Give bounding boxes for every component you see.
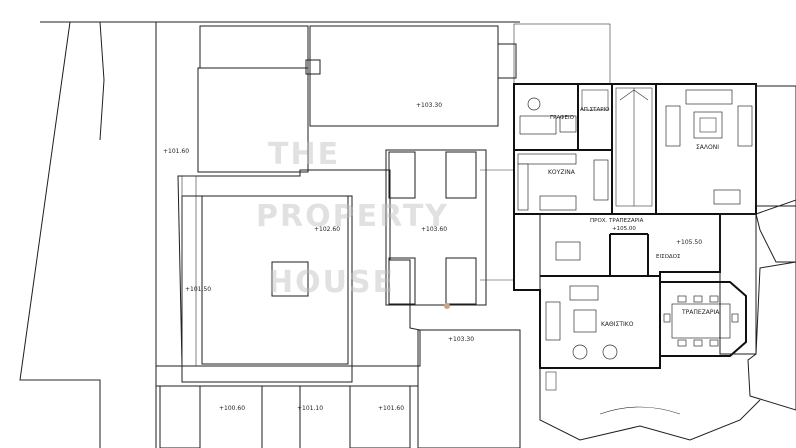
level-strip-2: +101.10 [297, 405, 323, 412]
watermark: THE PROPERTY HOUSE [256, 137, 449, 300]
planter-top-left [199, 25, 309, 69]
deck-planter-2 [445, 151, 477, 199]
entrance-path [755, 199, 796, 263]
level-entrance-hall: +105.00 [612, 226, 636, 232]
bottom-paved-area [417, 329, 521, 448]
deck-planter-1 [388, 151, 416, 199]
level-upper-terrace: +103.30 [416, 102, 442, 109]
pool-steps [271, 261, 309, 297]
level-strip-1: +100.60 [219, 405, 245, 412]
pool [201, 195, 349, 365]
level-bottom-paved: +103.30 [448, 336, 474, 343]
upper-terrace [309, 25, 499, 127]
watermark-line-1: THE [268, 137, 340, 172]
room-dining: ΤΡΑΠΕΖΑΡΙΑ [681, 309, 720, 316]
deck-planter-3 [388, 257, 416, 305]
watermark-line-2: PROPERTY [256, 199, 449, 234]
site-boundary [19, 21, 520, 448]
level-pool-side: +101.50 [185, 286, 211, 293]
level-entrance-landing: +105.50 [676, 239, 702, 246]
level-strip-3: +101.60 [378, 405, 404, 412]
room-storage: ΑΠ.ΣΤΑΡΙΟ [580, 107, 610, 113]
bottom-strip-band [155, 365, 419, 387]
pergola-top [513, 23, 611, 85]
sitting-furniture [545, 241, 618, 360]
deck [385, 149, 487, 306]
dining-bay [660, 281, 747, 357]
room-entrance: ΕΙΣΟΔΟΣ [656, 254, 681, 260]
courtyard [197, 67, 309, 173]
room-sitting: ΚΑΘΙΣΤΙΚΟ [601, 321, 634, 328]
side-hatched-strip [719, 213, 757, 355]
room-entrance-hall: ΠΡΟΧ. ΤΡΑΠΕΖΑΡΙΑ [590, 218, 644, 224]
side-planter-right [755, 85, 796, 207]
level-deck: +103.60 [421, 226, 447, 233]
level-lawn-left: +101.60 [163, 148, 189, 155]
level-central-terrace: +102.60 [314, 226, 340, 233]
deck-planter-4 [445, 257, 477, 305]
room-office: ΓΡΑΦΕΙΟ [550, 115, 575, 121]
living-furniture [665, 89, 753, 205]
center-marker [444, 303, 450, 309]
dining-furniture [663, 295, 739, 347]
room-living: ΣΑΛΟΝΙ [696, 144, 719, 151]
room-kitchen: ΚΟΥΖΙΝΑ [548, 169, 576, 176]
watermark-line-3: HOUSE [268, 265, 395, 300]
